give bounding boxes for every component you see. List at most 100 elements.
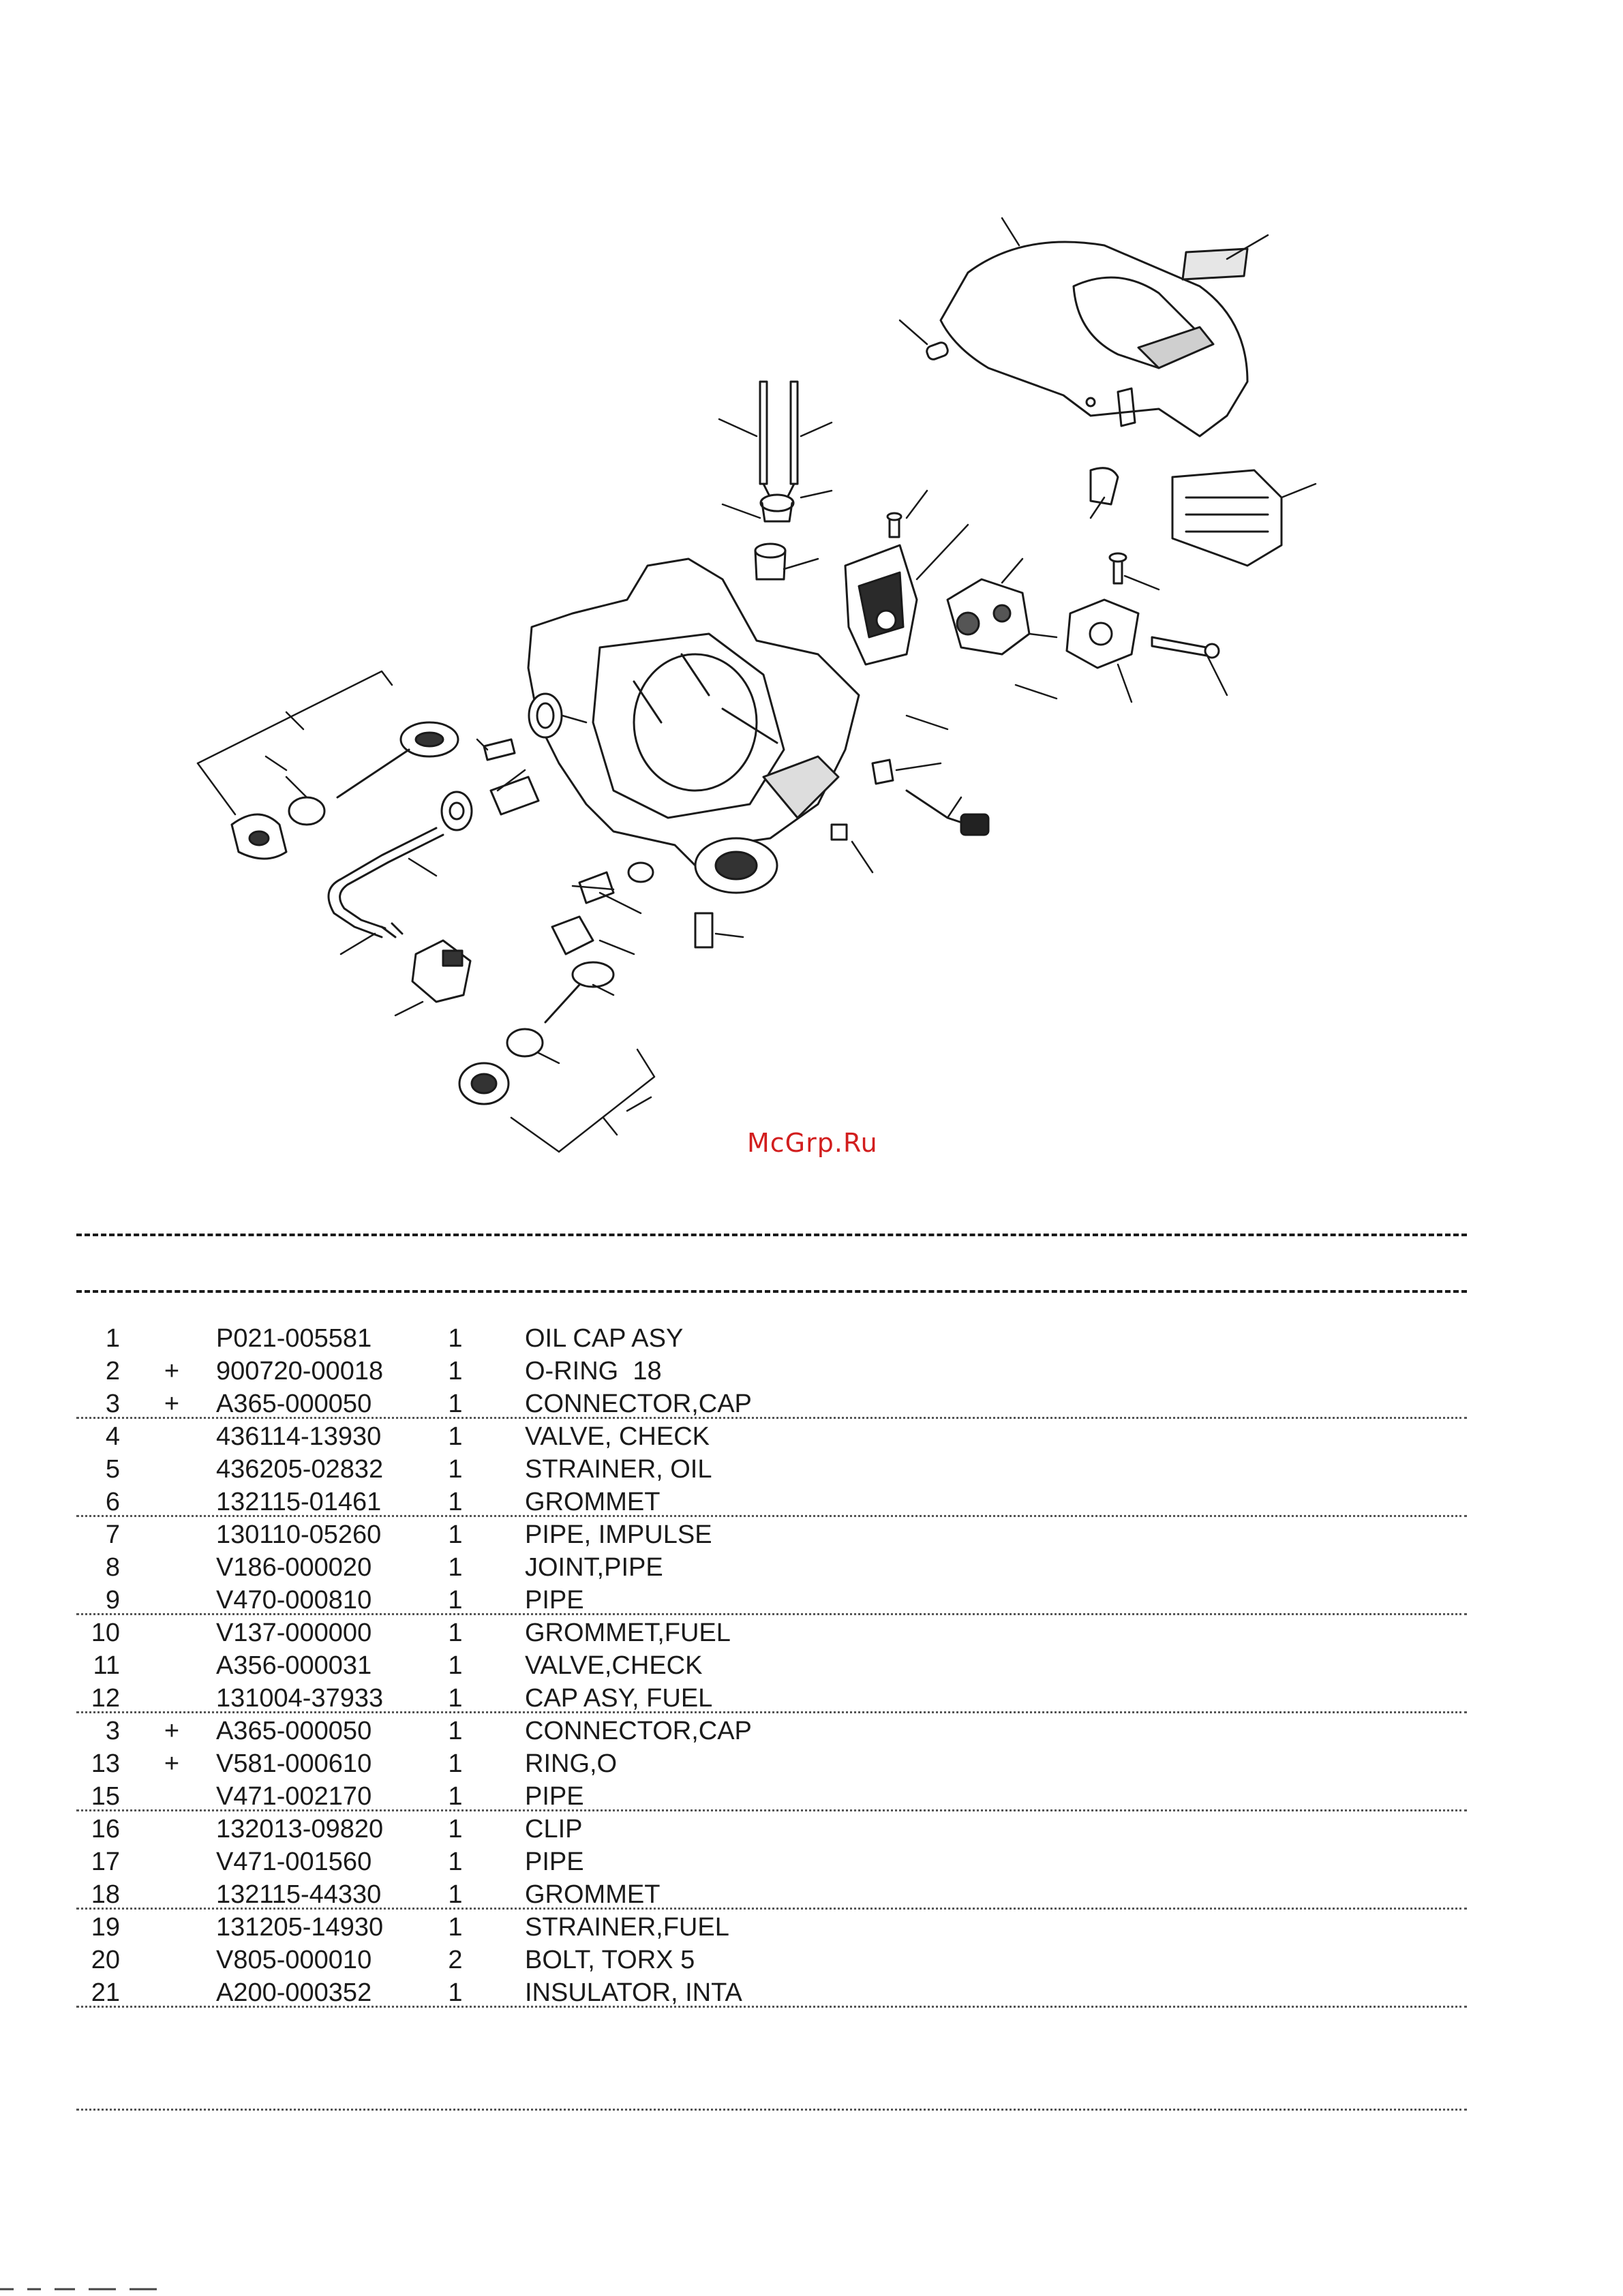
chain-side-hub [694,837,778,894]
leader-lines [264,217,1317,1112]
row-item-number: 6 [105,1488,120,1516]
row-quantity: 1 [448,1782,463,1811]
row-quantity: 1 [448,1978,463,2007]
fuel-cap [458,1062,510,1105]
row-item-number: 11 [93,1651,120,1680]
filter-base [1065,598,1140,669]
row-part-number: 131004-37933 [216,1684,384,1713]
row-quantity: 1 [448,1619,463,1647]
fuel-cap-o-ring [506,1028,544,1058]
check-valve [483,738,516,761]
row-description: CONNECTOR,CAP [525,1390,752,1418]
row-description: STRAINER, OIL [525,1455,712,1484]
row-item-number: 20 [91,1946,120,1974]
right-pipe [905,789,990,836]
row-item-number: 13 [91,1749,120,1778]
row-quantity: 1 [448,1586,463,1614]
row-item-number: 8 [105,1553,120,1582]
insulator [844,544,918,666]
row-part-number: V471-002170 [216,1782,372,1811]
row-description: CONNECTOR,CAP [525,1717,752,1745]
row-marker: + [164,1357,180,1386]
row-quantity: 1 [448,1651,463,1680]
row-description: O-RING 18 [525,1357,662,1386]
row-quantity: 1 [448,1848,463,1876]
row-description: PIPE, IMPULSE [525,1520,712,1549]
row-description: RING,O [525,1749,618,1778]
row-item-number: 2 [105,1357,120,1386]
row-quantity: 1 [448,1717,463,1745]
row-description: PIPE [525,1848,584,1876]
row-marker: + [164,1749,180,1778]
row-item-number: 5 [105,1455,120,1484]
row-item-number: 18 [91,1880,120,1909]
row-marker: + [164,1390,180,1418]
row-part-number: 132115-44330 [216,1880,382,1909]
table-header-rule-bottom [76,1290,1467,1293]
row-description: STRAINER,FUEL [525,1913,729,1942]
clip-lower [694,912,714,949]
row-part-number: 132013-09820 [216,1815,384,1843]
parts-row: 17 V471-001560 1 PIPE [0,1846,1623,1878]
row-description: GROMMET [525,1488,661,1516]
row-quantity: 1 [448,1357,463,1386]
footer-mark [0,2288,157,2291]
row-item-number: 7 [105,1520,120,1549]
small-spacer [830,823,848,841]
table-end-rule [76,2109,1467,2111]
row-item-number: 17 [91,1848,120,1876]
air-filter [1171,469,1283,567]
watermark: McGrp.Ru [747,1128,878,1158]
top-rods [759,380,799,499]
fuel-cap-connector [544,961,615,1024]
row-description: PIPE [525,1586,584,1614]
fuel-pipe [327,827,444,938]
oil-pump-housing [528,692,563,739]
right-clip [871,759,894,785]
row-item-number: 9 [105,1586,120,1614]
row-quantity: 1 [448,1324,463,1353]
row-description: OIL CAP ASY [525,1324,684,1353]
row-part-number: A365-000050 [216,1717,372,1745]
row-description: CLIP [525,1815,583,1843]
bolt [886,512,902,538]
row-item-number: 3 [105,1390,120,1418]
carburetor [946,578,1031,656]
row-quantity: 1 [448,1880,463,1909]
row-quantity: 2 [448,1946,463,1974]
row-part-number: 436114-13930 [216,1422,382,1451]
small-pin [926,341,949,361]
row-part-number: A356-000031 [216,1651,372,1680]
row-item-number: 16 [91,1815,120,1843]
row-part-number: V805-000010 [216,1946,372,1974]
row-marker: + [164,1717,180,1745]
row-quantity: 1 [448,1684,463,1713]
cover-grommet [1089,467,1119,506]
fuel-strainer [411,939,472,1003]
row-item-number: 1 [105,1324,120,1353]
fuel-valve [551,915,594,955]
row-quantity: 1 [448,1749,463,1778]
row-part-number: V471-001560 [216,1848,372,1876]
row-quantity: 1 [448,1488,463,1516]
row-part-number: A365-000050 [216,1390,372,1418]
fuel-grommet [627,861,654,883]
